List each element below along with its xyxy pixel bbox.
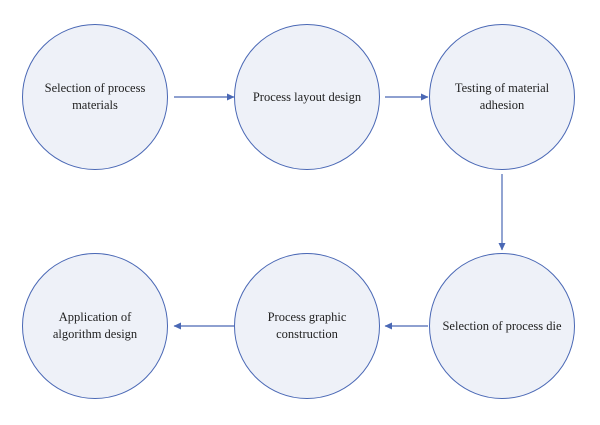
node-label: Process layout design [252, 89, 362, 104]
node-label: Process graphic construction [267, 310, 347, 341]
node-label: Testing of material adhesion [454, 81, 550, 112]
node-label: Selection of process materials [44, 81, 146, 112]
node-selection-of-process-materials: Selection of process materials [22, 24, 168, 170]
node-label: Selection of process die [442, 318, 562, 333]
node-process-layout-design: Process layout design [234, 24, 380, 170]
node-selection-of-process-die: Selection of process die [429, 253, 575, 399]
node-testing-of-material-adhesion: Testing of material adhesion [429, 24, 575, 170]
node-application-of-algorithm-design: Application of algorithm design [22, 253, 168, 399]
node-process-graphic-construction: Process graphic construction [234, 253, 380, 399]
node-label: Application of algorithm design [52, 310, 138, 341]
